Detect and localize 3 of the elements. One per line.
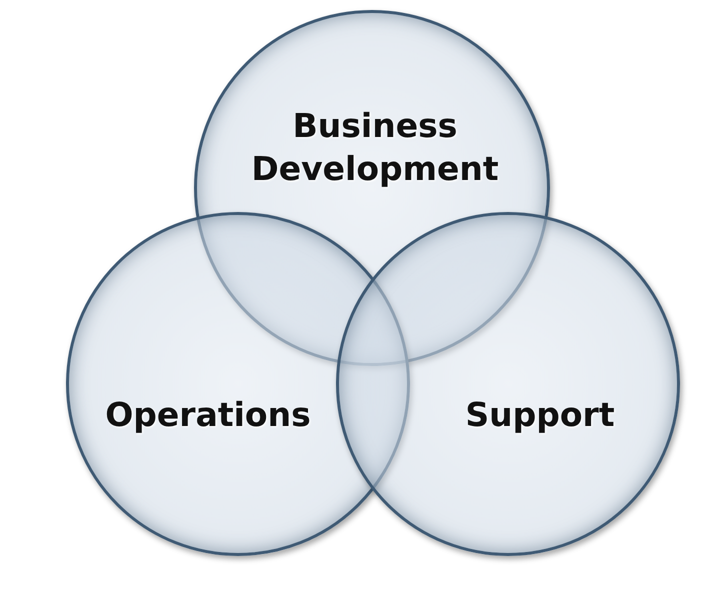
circle-label: Business Development [250, 105, 500, 190]
circle-label: Support [464, 394, 616, 436]
circle-label: Operations [104, 394, 312, 436]
